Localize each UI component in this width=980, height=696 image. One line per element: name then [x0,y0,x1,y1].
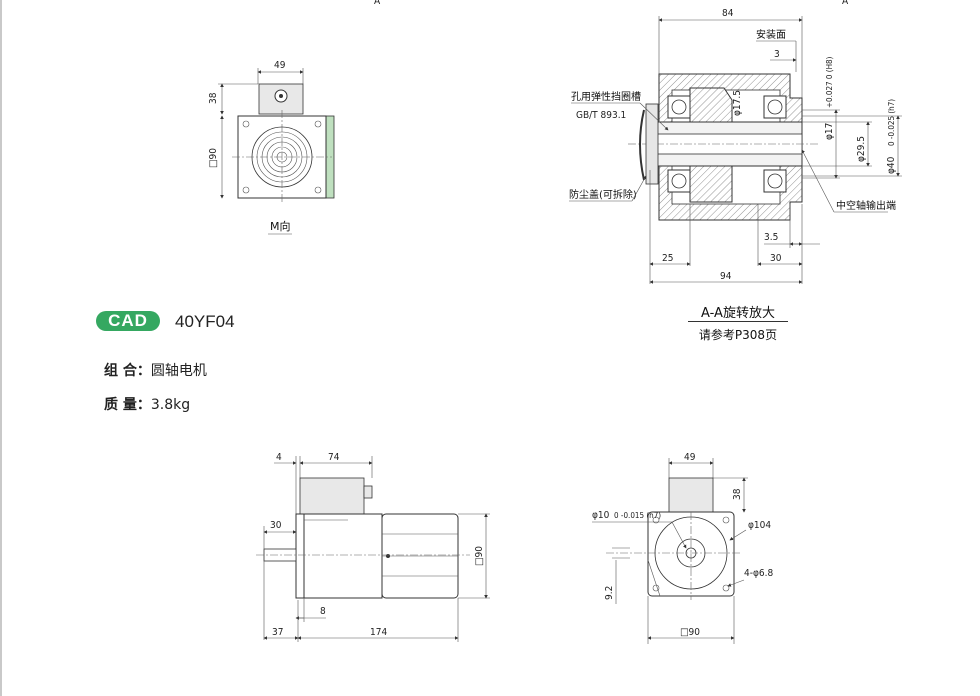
side-dim-square: □90 [474,546,485,566]
dust-cover-label: 防尘盖(可拆除) [569,188,637,201]
section-dim-3-5: 3.5 [764,232,778,243]
spec-mass-value: 3.8kg [150,397,191,413]
m-view-dim-height: 38 [208,92,219,104]
front-dim-38: 38 [732,488,743,500]
section-view-drawing: A A 84 安装面 3 [374,0,902,284]
section-reference: 请参考P308页 [698,328,778,342]
side-dim-74: 74 [328,452,340,463]
section-dim-84: 84 [722,8,734,19]
section-bore-label: φ17 [824,123,835,140]
mount-face-label: 安装面 [756,28,786,41]
section-dim-94: 94 [720,271,732,282]
spec-mass-row: 质 量：3.8kg [104,394,190,414]
section-dim-30: 30 [770,253,782,264]
section-dim-3: 3 [774,49,780,60]
model-number: 40YF04 [175,312,235,331]
m-view-dim-square: □90 [208,148,219,168]
spec-mass-label: 质 量： [104,397,151,413]
section-marker-left: A [374,0,381,7]
side-dim-37: 37 [272,627,283,638]
side-dim-174: 174 [370,627,387,638]
section-outer-dim: φ40 [886,156,897,174]
side-dim-8: 8 [320,606,326,617]
side-view-drawing: 4 74 30 □90 8 37 174 [256,452,490,642]
front-holes-dim: 4-φ6.8 [744,568,773,579]
cad-badge[interactable]: CAD [96,311,160,331]
front-view-drawing: 49 38 φ10 0 -0.015 (h7) φ104 4-φ6.8 9.2 [592,452,773,644]
m-view-dim-width: 49 [274,60,286,71]
side-dim-4: 4 [276,452,282,463]
section-bore-tolerance: +0.027 0 (H8) [825,56,834,108]
m-view-label: M向 [270,219,291,233]
section-marker-right: A [842,0,849,7]
hollow-shaft-output-label: 中空轴输出端 [836,199,896,212]
front-dim-9-2: 9.2 [604,586,615,600]
front-dim-square: □90 [680,627,700,638]
m-view-drawing: 49 38 □90 [208,60,335,235]
page-edge-rule [0,0,2,696]
front-shaft-tolerance: 0 -0.015 (h7) [614,511,661,520]
snap-ring-groove-label: 孔用弹性挡圈槽 [571,90,641,103]
front-pcd-dim: φ104 [748,520,771,531]
snap-ring-standard: GB/T 893.1 [576,110,626,121]
spec-combo-label: 组 合： [104,363,151,379]
front-dim-49: 49 [684,452,696,463]
side-dim-30: 30 [270,520,282,531]
spec-combo-row: 组 合：圆轴电机 [104,360,207,380]
front-shaft-dim: φ10 [592,510,610,521]
section-title: A-A旋转放大 [688,302,788,322]
section-dim-25: 25 [662,253,673,264]
spec-combo-value: 圆轴电机 [150,363,207,379]
section-outer-tolerance: 0 -0.025 (h7) [887,99,896,146]
section-shaft-small-dim: φ17.5 [732,90,743,116]
section-hub-dim: φ29.5 [856,136,867,162]
